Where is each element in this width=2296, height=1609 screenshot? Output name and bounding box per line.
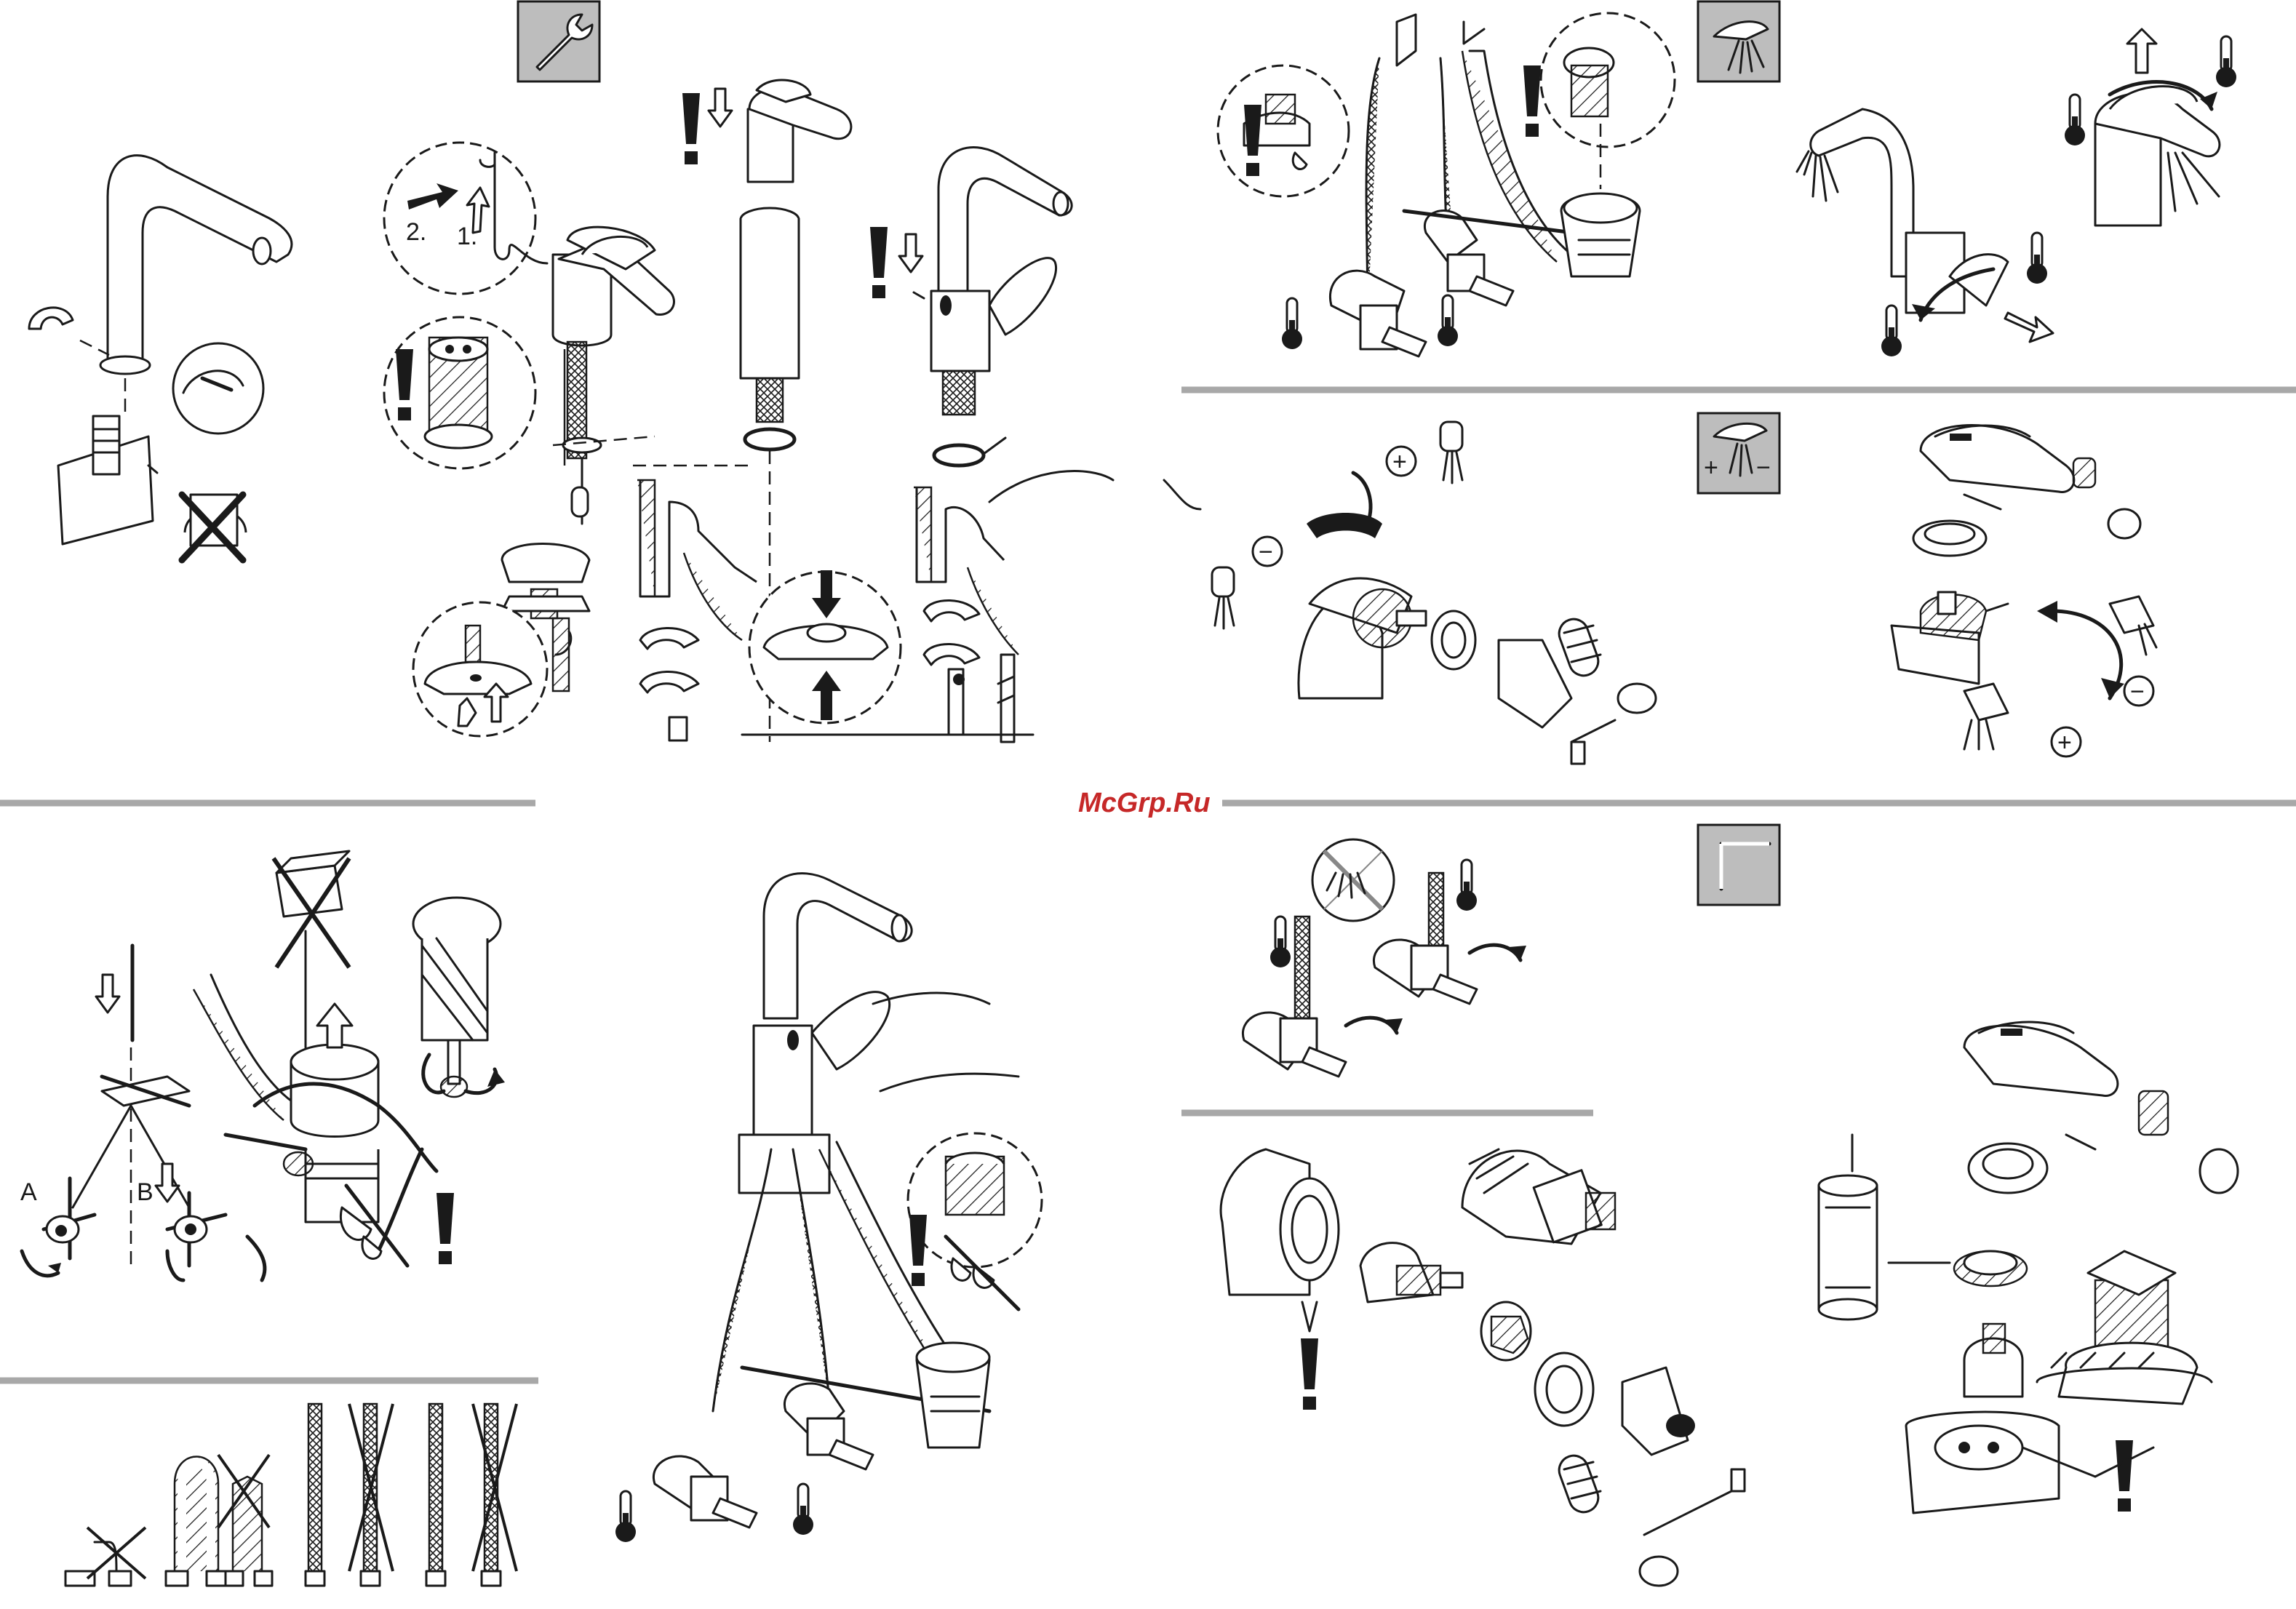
box-minus-label: − [1756,454,1771,482]
watermark: McGrp.Ru [1078,788,1211,818]
panel-operation [1797,29,2236,356]
panel-sink-fixing [413,466,1200,742]
hex-key-icon [1698,825,1779,905]
panel-cartridge-exploded [1221,1149,1745,1586]
minus-label-a: − [1259,538,1273,566]
panel-lever-cartridge [1819,1022,2238,1513]
plus-label-a: + [1392,448,1407,476]
variant-b-label: B [137,1178,154,1206]
panel-pull-rod: 2. 1. [384,143,674,524]
box-plus-label: + [1704,454,1718,482]
plus-minus-icon: + − [1698,413,1779,493]
minus-label-b: − [2130,678,2145,706]
variant-a-label: A [20,1178,37,1206]
panel-hose-connection [1218,13,1675,356]
panel-popup-waste: A B [20,851,505,1280]
panel-installed-faucet [615,874,1042,1542]
wrench-icon [518,1,599,81]
panel-lever-faucet [870,148,1072,466]
panel-flow-adjust: − + [1212,422,1656,764]
plus-label-b: + [2057,729,2072,756]
panel-shutoff-valves [1243,839,1526,1077]
step-2-label: 2. [406,218,426,246]
panel-faucet-base [29,156,292,560]
spray-icon [1698,1,1779,81]
panel-lever-adjust: + − [1892,426,2156,756]
panel-hose-rules [22,1404,517,1586]
